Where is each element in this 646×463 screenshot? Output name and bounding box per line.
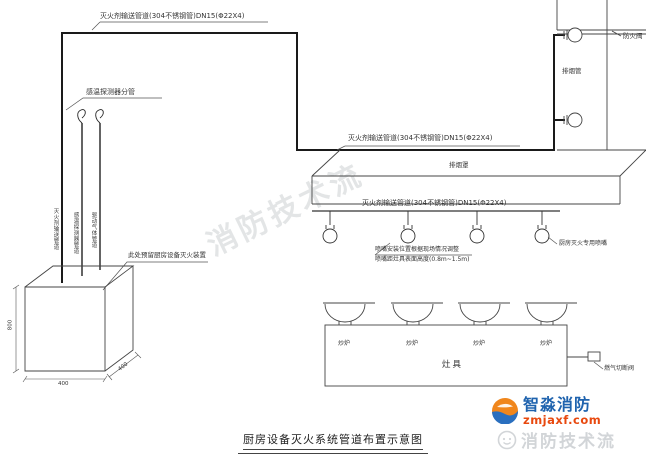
riser-label-agent: 灭火剂输送管道 (52, 208, 59, 250)
exhaust-hood-group (311, 149, 646, 205)
tagline-text: 消防技术流 (521, 432, 616, 452)
riser-label-gas: 驱动气体管道 (90, 212, 97, 248)
label-kitchen-nozzle: 厨房灭火专用喷嘴 (559, 240, 608, 247)
logo-name: 智淼消防 (523, 395, 592, 414)
tagline-row: 消防技术流 (497, 427, 616, 452)
nozzle-note-line-2: 喷嘴距灶具表面高度(0.8m~1.5m) (375, 256, 470, 263)
wok-label-3: 炒炉 (473, 340, 486, 347)
label-detector-branch: 感温探测器分管 (86, 88, 135, 96)
stove-group (323, 302, 601, 387)
diagram-title: 厨房设备灭火系统管道布置示意图 (243, 431, 423, 450)
detector-loops-group (77, 109, 104, 124)
label-reserved-device: 此处预留厨房设备灭火装置 (128, 251, 206, 259)
wok-label-4: 炒炉 (540, 340, 553, 347)
wok-label-1: 炒炉 (338, 340, 351, 347)
dimension-lines-group (12, 284, 142, 383)
tank-group (24, 265, 135, 372)
logo-url: zmjaxf.com (523, 412, 602, 427)
riser-label-detector: 感温探测器管道 (72, 212, 79, 254)
zhimiao-logo-icon (492, 398, 518, 425)
label-gas-valve: 燃气切断阀 (604, 365, 635, 372)
logo-text-column: 智淼消防 zmjaxf.com (523, 396, 601, 426)
title-block: 厨房设备灭火系统管道布置示意图 (238, 428, 428, 454)
zhimiao-logo: 智淼消防 zmjaxf.com (492, 396, 601, 426)
wok-label-2: 炒炉 (406, 340, 419, 347)
nozzle-note-line-1: 喷嘴安装位置根据现场情况调整 (375, 246, 460, 253)
label-fire-damper: 防火阀 (623, 32, 643, 40)
detector-pipes-group (81, 123, 101, 276)
stove-label: 灶具 (442, 360, 464, 370)
duct-nozzles-group (563, 27, 583, 128)
hood-nozzles-group (312, 210, 560, 244)
label-agent-pipe-nozzle: 灭火剂输送管道(304不锈钢管)DN15(Φ22X4) (362, 199, 507, 207)
dim-width: 400 (58, 381, 69, 387)
agent-pipe-group (61, 32, 565, 283)
label-agent-pipe-top: 灭火剂输送管道(304不锈钢管)DN15(Φ22X4) (100, 12, 245, 20)
label-exhaust-hood: 排烟罩 (449, 161, 469, 169)
dim-height: 800 (7, 319, 14, 331)
leader-lines-group (65, 21, 604, 370)
label-agent-pipe-duct: 灭火剂输送管道(304不锈钢管)DN15(Φ22X4) (348, 134, 493, 142)
label-exhaust-duct: 排烟管 (562, 67, 582, 75)
tagline-face-icon (497, 430, 517, 449)
